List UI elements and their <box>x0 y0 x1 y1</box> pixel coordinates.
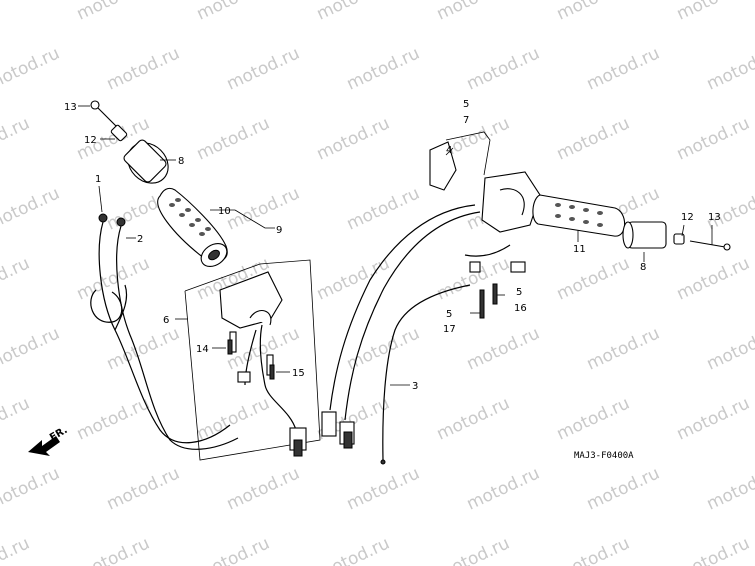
watermark-text: motod.ru <box>674 113 753 164</box>
watermark-text: motod.ru <box>584 463 663 514</box>
callout-5-top: 5 <box>463 99 469 110</box>
watermark-text: motod.ru <box>554 533 633 566</box>
screws <box>227 283 498 380</box>
callout-5-mid: 5 <box>516 287 522 298</box>
watermark-text: motod.ru <box>314 253 393 304</box>
watermark-text: motod.ru <box>74 533 153 566</box>
watermark-text: motod.ru <box>0 0 33 25</box>
watermark-text: motod.ru <box>704 323 755 374</box>
watermark-text: motod.ru <box>464 323 543 374</box>
watermark-text: motod.ru <box>0 393 33 444</box>
watermark-text: motod.ru <box>674 533 753 566</box>
callout-2: 2 <box>137 234 143 245</box>
watermark-text: motod.ru <box>554 393 633 444</box>
watermark-text: motod.ru <box>104 463 183 514</box>
front-arrow-icon <box>28 436 60 456</box>
watermark-text: motod.ru <box>674 253 753 304</box>
watermark-text: motod.ru <box>434 0 513 25</box>
callout-12-right: 12 <box>681 212 694 223</box>
watermark-text: motod.ru <box>344 323 423 374</box>
watermark-text: motod.ru <box>344 43 423 94</box>
callout-7: 7 <box>463 115 469 126</box>
watermark-text: motod.ru <box>704 463 755 514</box>
callout-8-right: 8 <box>640 262 646 273</box>
watermark-text: motod.ru <box>104 43 183 94</box>
watermark-text: motod.ru <box>194 113 273 164</box>
watermark-text: motod.ru <box>584 43 663 94</box>
right-grip <box>532 194 626 237</box>
watermark-text: motod.ru <box>194 533 273 566</box>
watermark-text: motod.ru <box>674 0 753 25</box>
watermark-text: motod.ru <box>314 533 393 566</box>
right-bar-end-assembly <box>622 221 731 251</box>
watermark-text: motod.ru <box>194 393 273 444</box>
left-grip <box>157 187 228 268</box>
right-switch-assembly <box>429 131 541 233</box>
callout-12-left: 12 <box>84 135 97 146</box>
callouts: 13 12 8 1 2 10 9 6 14 15 5 7 4 11 12 13 … <box>64 99 721 392</box>
watermark-text: motod.ru <box>224 463 303 514</box>
watermark-text: motod.ru <box>314 0 393 25</box>
watermark-text: motod.ru <box>704 183 755 234</box>
watermark-text: motod.ru <box>554 253 633 304</box>
watermark-text: motod.ru <box>0 183 63 234</box>
watermark-text: motod.ru <box>194 0 273 25</box>
watermark-text: motod.ru <box>554 113 633 164</box>
watermark-text: motod.ru <box>434 253 513 304</box>
callout-3: 3 <box>412 381 418 392</box>
watermark-text: motod.ru <box>74 0 153 25</box>
callout-8-left: 8 <box>178 156 184 167</box>
left-bar-end-assembly <box>90 100 169 184</box>
watermark-text: motod.ru <box>224 43 303 94</box>
watermark-text: motod.ru <box>434 393 513 444</box>
leader-lines <box>78 105 713 386</box>
watermark-text: motod.ru <box>704 43 755 94</box>
front-direction-indicator: FR. <box>28 425 70 456</box>
watermark-text: motod.ru <box>0 43 63 94</box>
watermark-text: motod.ru <box>74 253 153 304</box>
callout-1: 1 <box>95 174 101 185</box>
watermark-text: motod.ru <box>0 253 33 304</box>
watermark-text: motod.ru <box>74 393 153 444</box>
callout-10: 10 <box>218 206 231 217</box>
callout-16: 16 <box>514 303 527 314</box>
callout-5-low: 5 <box>446 309 452 320</box>
diagram-code: MAJ3-F0400A <box>574 451 634 461</box>
watermark-text: motod.ru <box>0 533 33 566</box>
callout-6: 6 <box>163 315 169 326</box>
watermark-text: motod.ru <box>0 463 63 514</box>
watermark-text: motod.ru <box>584 323 663 374</box>
watermark-text: motod.ru <box>344 183 423 234</box>
watermark-text: motod.ru <box>674 393 753 444</box>
watermark-text: motod.ru <box>0 323 63 374</box>
callout-11: 11 <box>573 244 586 255</box>
watermark-text: motod.ru <box>464 463 543 514</box>
callout-13-left: 13 <box>64 102 77 113</box>
watermark-text: motod.ru <box>314 113 393 164</box>
callout-4: 4 <box>446 145 452 156</box>
callout-9: 9 <box>276 225 282 236</box>
watermark-text: motod.ru <box>464 43 543 94</box>
watermark-text: motod.ru <box>344 463 423 514</box>
callout-17: 17 <box>443 324 456 335</box>
callout-14: 14 <box>196 344 209 355</box>
callout-15: 15 <box>292 368 305 379</box>
watermark-text: motod.ru <box>434 533 513 566</box>
throttle-cables <box>90 213 239 450</box>
watermark-text: motod.ru <box>0 113 33 164</box>
watermark-text: motod.ru <box>554 0 633 25</box>
center-wiring <box>321 204 526 465</box>
callout-13-right: 13 <box>708 212 721 223</box>
